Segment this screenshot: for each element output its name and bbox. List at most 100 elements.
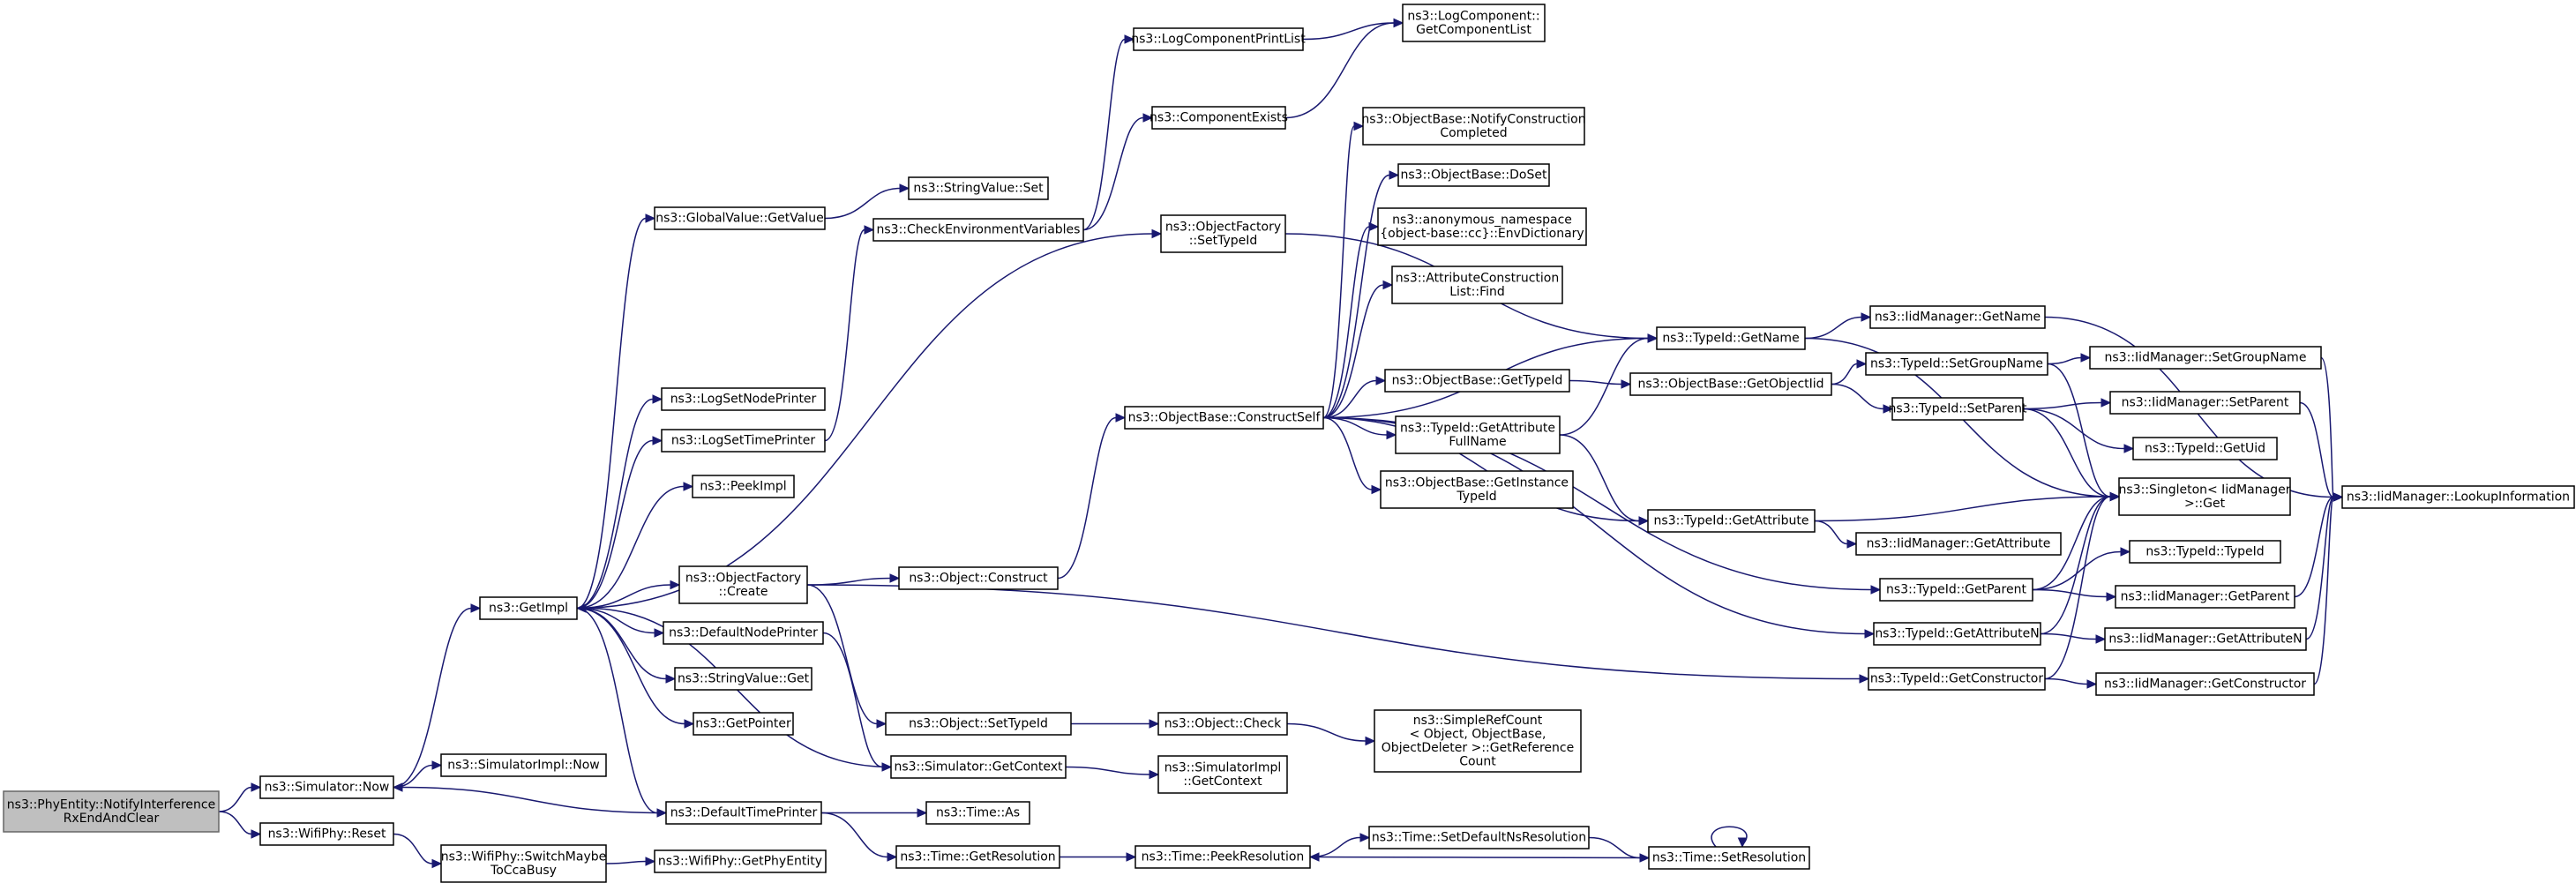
node-time-setdefaultns[interactable]: ns3::Time::SetDefaultNsResolution xyxy=(1368,826,1590,849)
node-box xyxy=(1157,712,1288,736)
node-tid-setgroupname[interactable]: ns3::TypeId::SetGroupName xyxy=(1865,352,2048,376)
node-iid-getattribute[interactable]: ns3::IidManager::GetAttribute xyxy=(1855,532,2062,556)
node-box xyxy=(898,566,1059,590)
node-box xyxy=(2095,672,2315,696)
node-simplerefcount[interactable]: ns3::SimpleRefCount< Object, ObjectBase,… xyxy=(1374,709,1582,773)
node-label: ns3::Object::SetTypeId xyxy=(909,717,1048,731)
node-box xyxy=(259,822,394,846)
node-label: ns3::IidManager::GetParent xyxy=(2121,590,2290,604)
node-obj-check[interactable]: ns3::Object::Check xyxy=(1157,712,1288,736)
node-iid-getparent[interactable]: ns3::IidManager::GetParent xyxy=(2115,585,2295,609)
node-compexists[interactable]: ns3::ComponentExists xyxy=(1149,106,1288,130)
node-label: ns3::ComponentExists xyxy=(1149,111,1288,125)
node-iid-setparent[interactable]: ns3::IidManager::SetParent xyxy=(2109,391,2301,415)
edge-line xyxy=(576,607,658,814)
node-ob-doset[interactable]: ns3::ObjectBase::DoSet xyxy=(1397,163,1550,187)
edge-line xyxy=(2022,401,2102,410)
node-label: ns3::Object::Check xyxy=(1164,717,1282,731)
node-simimpl-getcontext[interactable]: ns3::SimulatorImpl::GetContext xyxy=(1157,755,1288,794)
node-logcompprintlist[interactable]: ns3::LogComponentPrintList xyxy=(1131,27,1306,51)
node-label: ::SetTypeId xyxy=(1189,234,1258,248)
node-sim-now[interactable]: ns3::Simulator::Now xyxy=(259,775,394,799)
node-logcomp-getlist[interactable]: ns3::LogComponent::GetComponentList xyxy=(1402,4,1546,42)
node-tid-setparent[interactable]: ns3::TypeId::SetParent xyxy=(1889,397,2027,421)
node-ob-constructself[interactable]: ns3::ObjectBase::ConstructSelf xyxy=(1124,406,1324,430)
node-sv-get[interactable]: ns3::StringValue::Get xyxy=(674,667,812,691)
arrowhead xyxy=(645,213,656,223)
node-root[interactable]: ns3::PhyEntity::NotifyInterferenceRxEndA… xyxy=(3,790,220,833)
edge-switchmaybe-to-getphyentity xyxy=(605,857,656,866)
node-tid-getattributen[interactable]: ns3::TypeId::GetAttributeN xyxy=(1873,622,2041,646)
arrowhead xyxy=(1621,379,1632,389)
node-box xyxy=(1629,372,1832,396)
node-tid-getconstructor[interactable]: ns3::TypeId::GetConstructor xyxy=(1868,667,2046,691)
arrowhead xyxy=(899,183,910,193)
node-time-as[interactable]: ns3::Time::As xyxy=(925,801,1030,825)
node-label: ns3::TypeId::GetConstructor xyxy=(1870,672,2043,686)
node-label: ns3::AttributeConstruction xyxy=(1396,271,1559,285)
node-ob-gettypeid[interactable]: ns3::ObjectBase::GetTypeId xyxy=(1384,369,1570,393)
node-tid-getuid[interactable]: ns3::TypeId::GetUid xyxy=(2132,437,2278,460)
edge-line xyxy=(605,860,647,864)
node-deftimeprinter[interactable]: ns3::DefaultTimePrinter xyxy=(665,801,822,825)
edge-getimpl-to-logtimeprinter xyxy=(576,436,663,610)
node-sv-set[interactable]: ns3::StringValue::Set xyxy=(908,176,1049,200)
node-simimpl-now[interactable]: ns3::SimulatorImpl::Now xyxy=(440,753,607,777)
node-time-setres[interactable]: ns3::Time::SetResolution xyxy=(1648,846,1810,870)
arrowhead xyxy=(665,674,677,684)
edge-line xyxy=(1318,856,1650,859)
node-getphyentity[interactable]: ns3::WifiPhy::GetPhyEntity xyxy=(654,849,827,873)
node-lognodeprinter[interactable]: ns3::LogSetNodePrinter xyxy=(661,387,826,411)
node-getimpl[interactable]: ns3::GetImpl xyxy=(479,596,578,620)
node-iid-lookupinfo[interactable]: ns3::IidManager::LookupInformation xyxy=(2341,485,2575,509)
node-ob-getobjectiid[interactable]: ns3::ObjectBase::GetObjectIid xyxy=(1629,372,1832,396)
node-defnodeprinter[interactable]: ns3::DefaultNodePrinter xyxy=(663,621,824,645)
node-singleton-get[interactable]: ns3::Singleton< IidManager>::Get xyxy=(2118,477,2291,516)
edge-getimpl-to-gv-getvalue xyxy=(576,213,656,610)
node-logtimeprinter[interactable]: ns3::LogSetTimePrinter xyxy=(661,429,826,453)
node-iid-getname[interactable]: ns3::IidManager::GetName xyxy=(1869,305,2046,329)
node-box xyxy=(1879,578,2033,602)
edge-line xyxy=(1559,434,1640,522)
node-tid-getname[interactable]: ns3::TypeId::GetName xyxy=(1656,326,1806,350)
node-box xyxy=(661,387,826,411)
edge-line xyxy=(2044,496,2111,680)
node-tid-getattribute[interactable]: ns3::TypeId::GetAttribute xyxy=(1647,509,1816,533)
node-tid-getparent[interactable]: ns3::TypeId::GetParent xyxy=(1879,578,2033,602)
edge-tid-getattribute-to-iid-getattribute xyxy=(1814,520,1858,549)
node-label: ns3::SimpleRefCount xyxy=(1413,714,1543,728)
node-tid-typeid[interactable]: ns3::TypeId::TypeId xyxy=(2129,540,2281,564)
node-iid-getattributen[interactable]: ns3::IidManager::GetAttributeN xyxy=(2104,627,2307,651)
node-getpointer[interactable]: ns3::GetPointer xyxy=(693,712,794,736)
node-iid-getconstructor[interactable]: ns3::IidManager::GetConstructor xyxy=(2095,672,2315,696)
edge-line xyxy=(576,217,647,610)
edge-line xyxy=(1322,416,1373,490)
edge-tid-setparent-to-singleton-get xyxy=(2022,408,2121,502)
node-time-peekres[interactable]: ns3::Time::PeekResolution xyxy=(1134,845,1311,869)
node-wifi-reset[interactable]: ns3::WifiPhy::Reset xyxy=(259,822,394,846)
node-iid-setgroupname[interactable]: ns3::IidManager::SetGroupName xyxy=(2089,346,2322,370)
edge-logtimeprinter-to-checkenv xyxy=(824,225,875,442)
arrowhead xyxy=(1308,852,1320,862)
node-label: ::GetContext xyxy=(1183,774,1262,789)
edge-line xyxy=(2305,496,2334,640)
node-checkenv[interactable]: ns3::CheckEnvironmentVariables xyxy=(872,218,1084,242)
node-gv-getvalue[interactable]: ns3::GlobalValue::GetValue xyxy=(654,206,826,230)
node-peekimpl[interactable]: ns3::PeekImpl xyxy=(692,475,795,498)
node-of-settypeid[interactable]: ns3::ObjectFactory::SetTypeId xyxy=(1160,214,1286,253)
edge-ob-getobjectiid-to-tid-setgroupname xyxy=(1831,359,1868,385)
node-label: ns3::PhyEntity::NotifyInterference xyxy=(7,797,215,812)
arrowhead xyxy=(917,808,928,818)
node-time-getres[interactable]: ns3::Time::GetResolution xyxy=(895,845,1060,869)
node-of-create[interactable]: ns3::ObjectFactory::Create xyxy=(678,565,808,604)
node-sim-getcontext[interactable]: ns3::Simulator::GetContext xyxy=(890,755,1067,779)
edge-line xyxy=(824,228,865,442)
node-obj-construct[interactable]: ns3::Object::Construct xyxy=(898,566,1059,590)
node-anon-envdict[interactable]: ns3::anonymous_namespace{object-base::cc… xyxy=(1377,207,1587,246)
node-obj-settypeid[interactable]: ns3::Object::SetTypeId xyxy=(885,712,1072,736)
node-ob-notifyconstruction[interactable]: ns3::ObjectBase::NotifyConstructionCompl… xyxy=(1361,107,1586,146)
